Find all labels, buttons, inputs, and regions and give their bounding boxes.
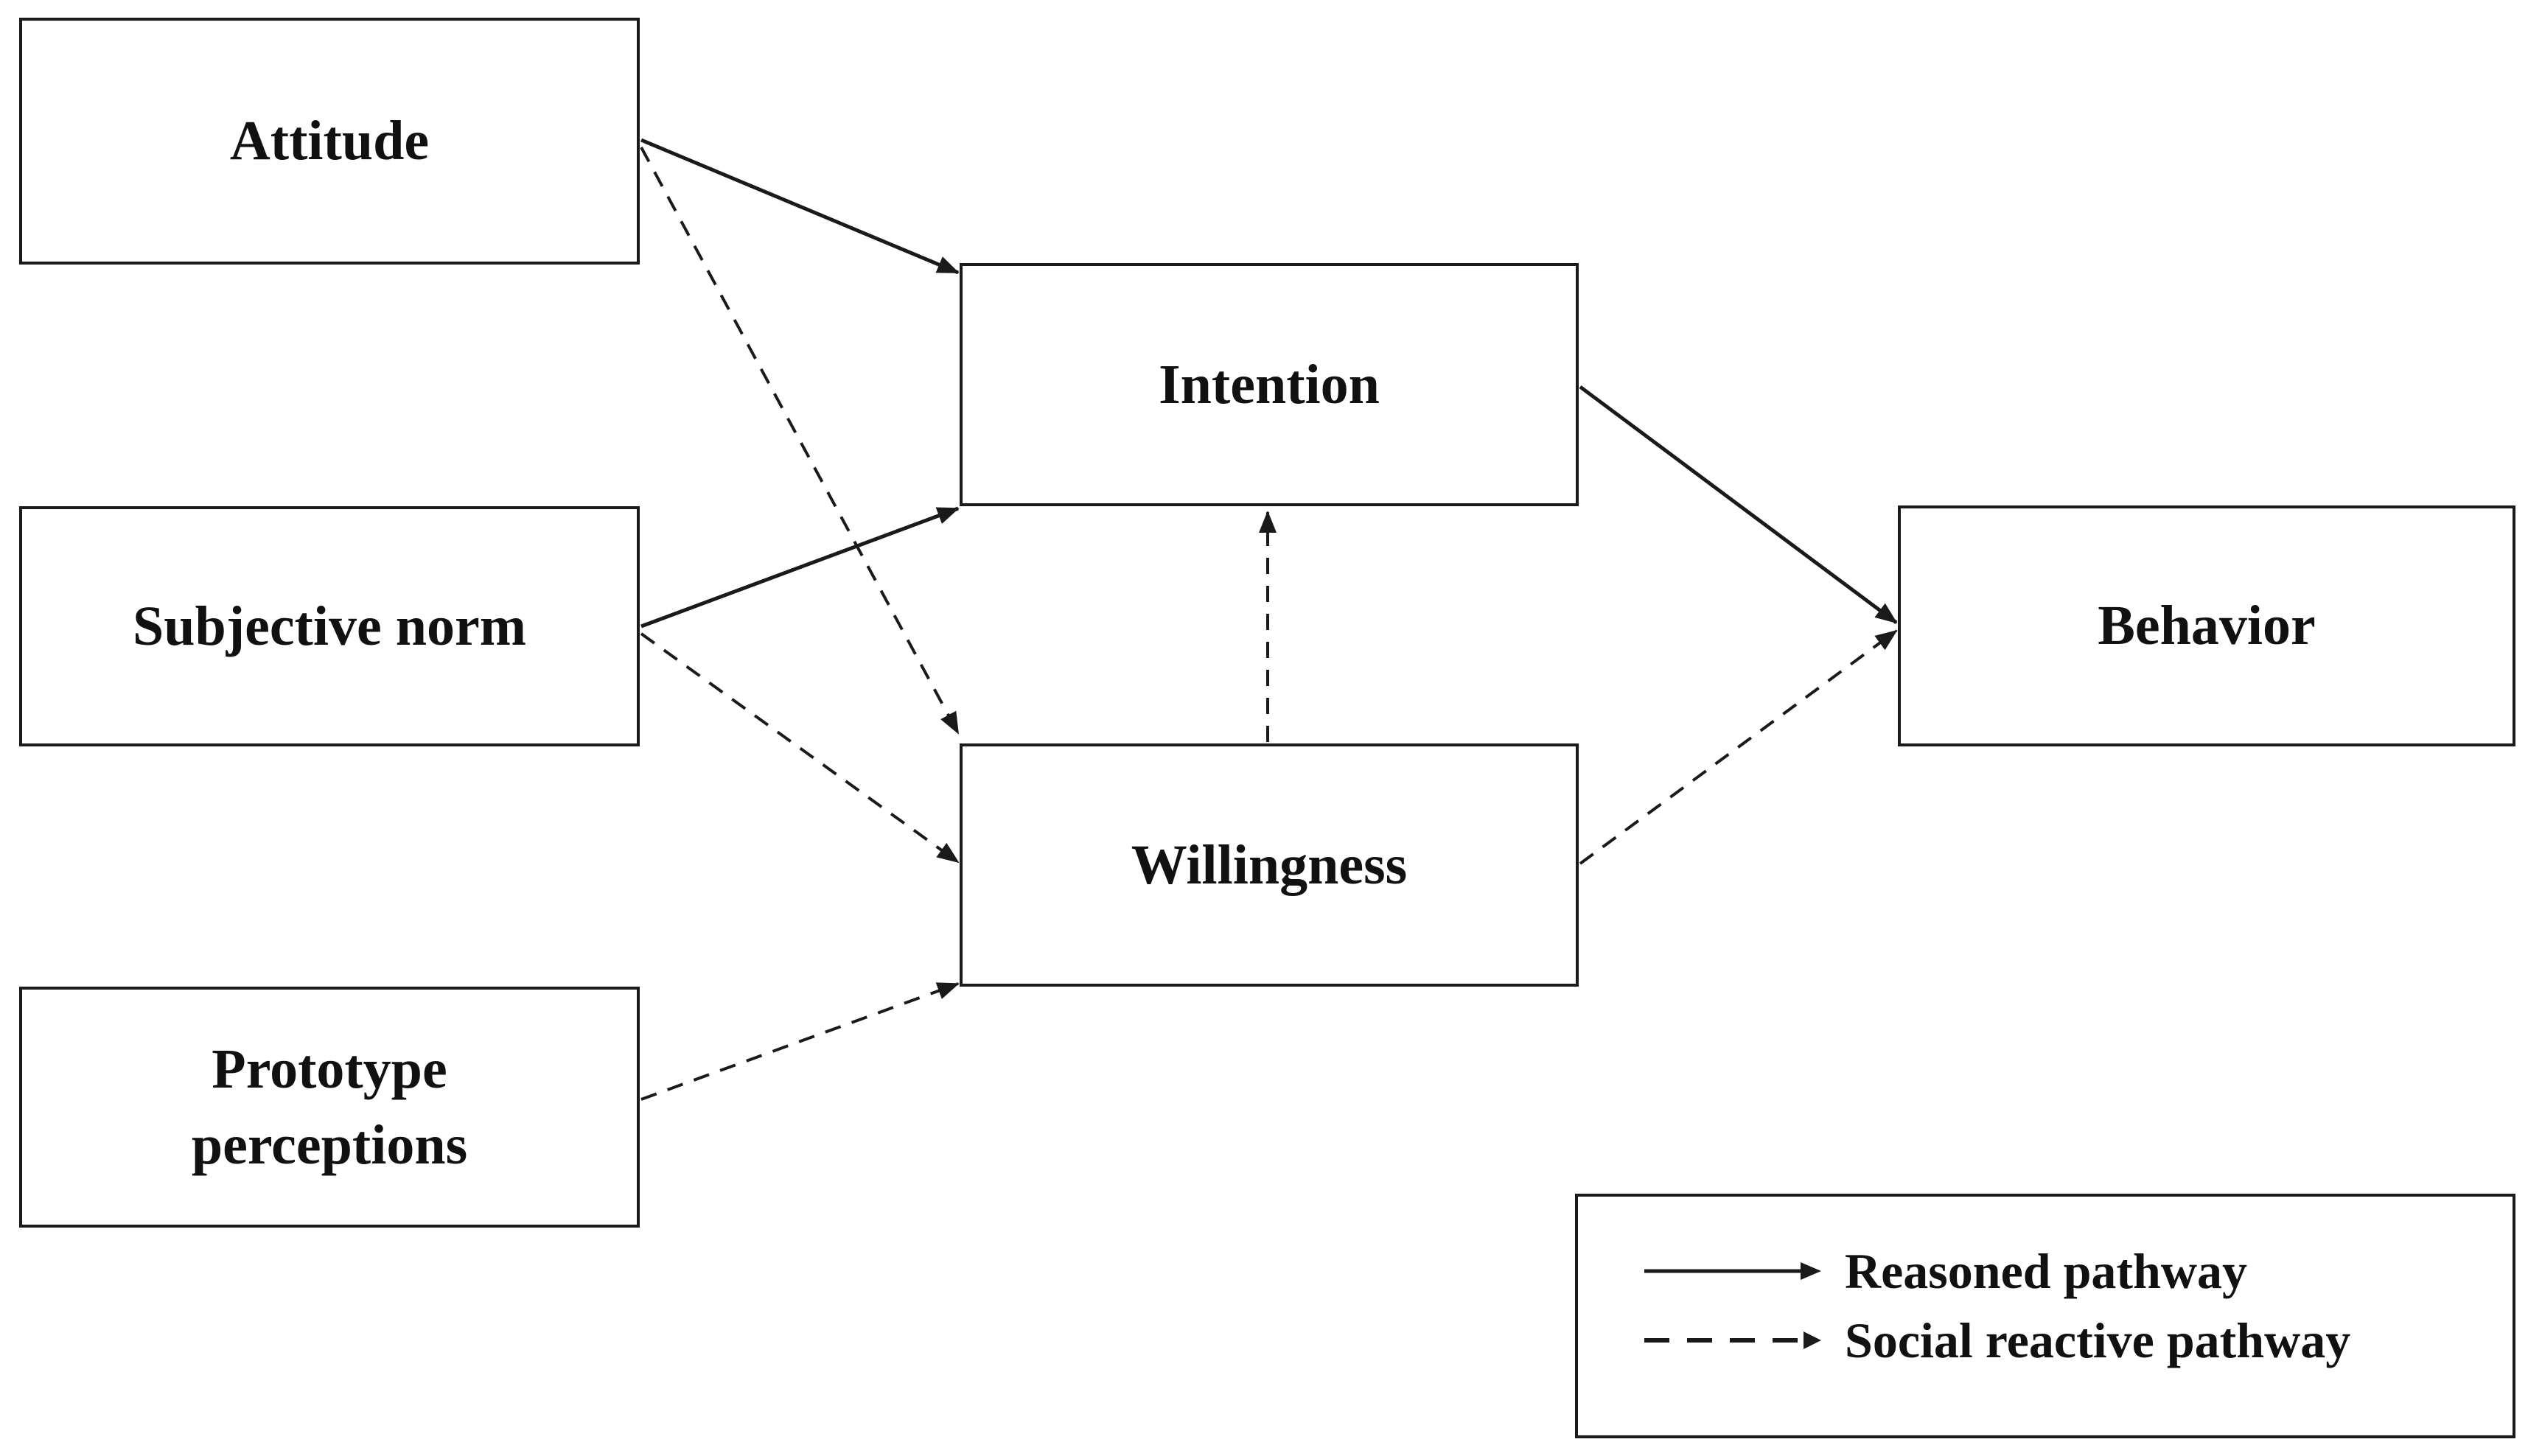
legend-label-social-reactive: Social reactive pathway xyxy=(1845,1312,2351,1368)
node-subjective-norm-label: Subjective norm xyxy=(132,595,527,657)
node-prototype-perceptions: Prototype perceptions xyxy=(19,987,640,1228)
edge-intention-to-behavior xyxy=(1579,385,1898,625)
edge-layer xyxy=(640,138,1898,1101)
edge-attitude-to-intention xyxy=(640,138,960,275)
legend: Reasoned pathway Social reactive pathway xyxy=(1575,1194,2515,1438)
node-behavior-label: Behavior xyxy=(2098,595,2316,657)
node-behavior: Behavior xyxy=(1898,505,2515,746)
node-prototype-perceptions-label: Prototype perceptions xyxy=(191,1037,468,1176)
legend-item-social-reactive: Social reactive pathway xyxy=(1644,1307,2350,1373)
node-intention: Intention xyxy=(960,263,1579,506)
node-attitude: Attitude xyxy=(19,18,640,265)
edge-subjective-norm-to-intention xyxy=(640,506,960,629)
node-subjective-norm: Subjective norm xyxy=(19,506,640,746)
edge-willingness-to-behavior xyxy=(1579,629,1898,865)
solid-arrow-icon xyxy=(1644,1262,1821,1280)
edge-prototype-perceptions-to-willingness xyxy=(640,982,960,1101)
node-willingness-label: Willingness xyxy=(1131,833,1408,896)
edge-subjective-norm-to-willingness xyxy=(640,632,960,864)
edge-attitude-to-willingness xyxy=(640,147,960,735)
node-intention-label: Intention xyxy=(1159,353,1380,416)
node-willingness: Willingness xyxy=(960,743,1579,987)
dashed-arrow-icon xyxy=(1644,1331,1821,1349)
legend-label-reasoned: Reasoned pathway xyxy=(1845,1242,2247,1299)
legend-item-reasoned: Reasoned pathway xyxy=(1644,1238,2247,1304)
node-attitude-label: Attitude xyxy=(229,110,430,172)
